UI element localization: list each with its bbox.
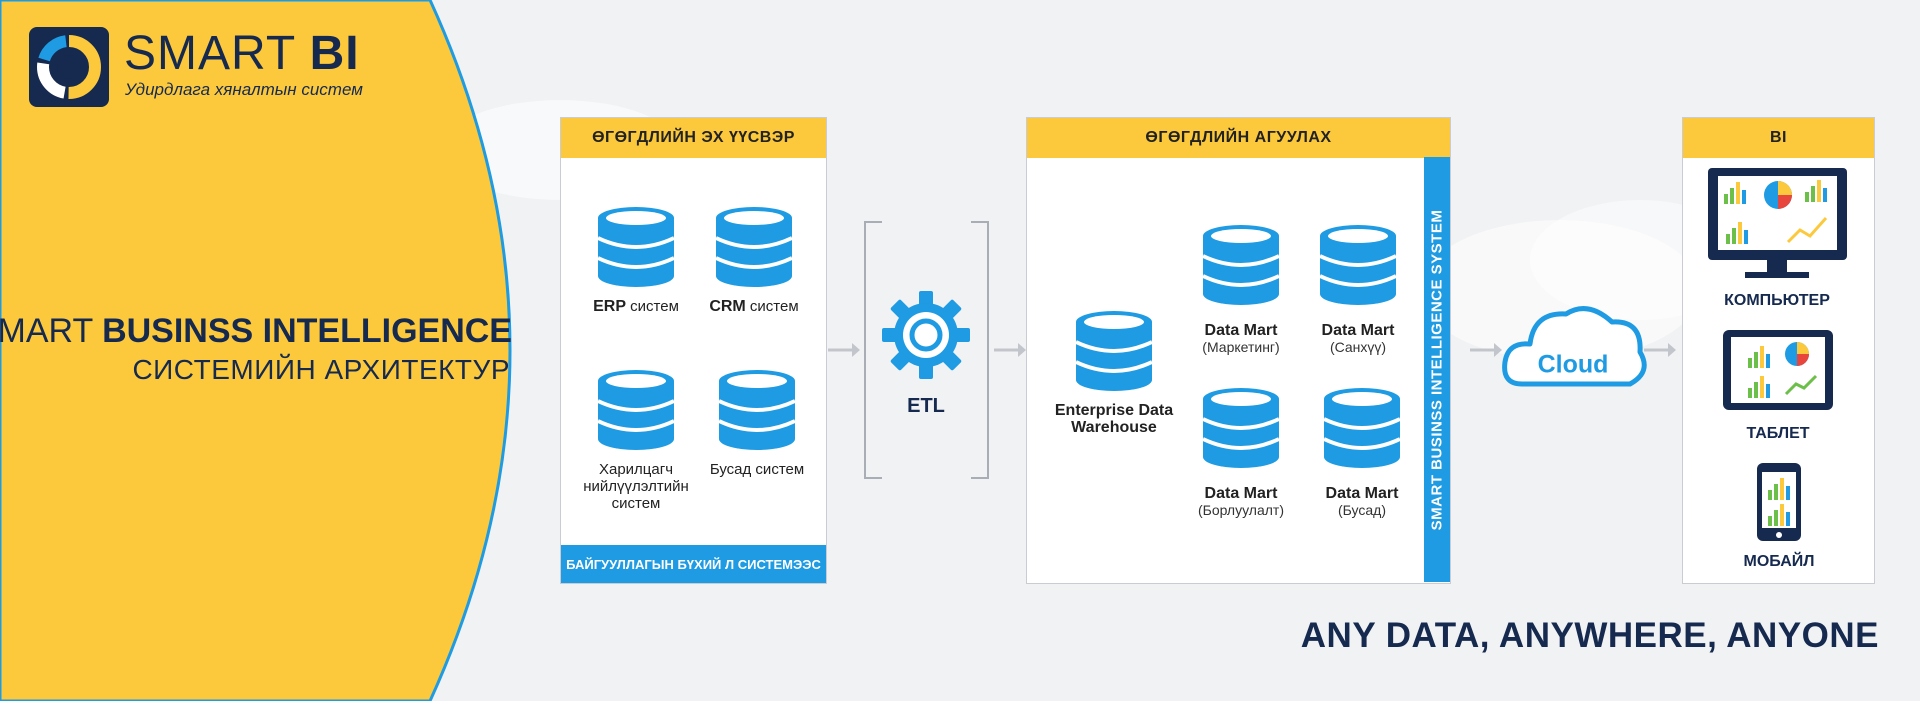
arrow-icon-cloud-to-bi <box>1642 341 1678 359</box>
etl-label: ETL <box>907 395 945 417</box>
finance-datamart-database-icon <box>1318 223 1398 307</box>
logo-badge <box>29 27 109 107</box>
cloud-label: Cloud <box>1537 350 1609 379</box>
crm-database-icon <box>714 205 794 289</box>
tablet-icon <box>1723 330 1833 410</box>
etl-bracket-left <box>864 221 882 479</box>
other-system-label: Бусад систем <box>709 461 805 478</box>
datamart-other-label: Data Mart(Бусад) <box>1325 485 1399 518</box>
tablet-label: ТАБЛЕТ <box>1746 425 1810 442</box>
yellow-arc-shape <box>0 0 512 701</box>
datamart-marketing-label: Data Mart(Маркетинг) <box>1202 322 1280 355</box>
other-database-icon <box>717 368 797 452</box>
mobile-label: МОБАЙЛ <box>1743 553 1815 570</box>
supplier-database-icon <box>596 368 676 452</box>
data-sources-footer: БАЙГУУЛЛАГЫН БҮХИЙ Л СИСТЕМЭЭС <box>561 545 826 583</box>
page-title: SMART BUSINSS INTELLIGENCE <box>0 312 512 350</box>
mobile-phone-icon <box>1757 463 1801 541</box>
etl-bracket-right <box>971 221 989 479</box>
erp-database-icon <box>596 205 676 289</box>
desktop-label: КОМПЬЮТЕР <box>1724 292 1830 309</box>
erp-label: ERP систем <box>593 298 679 315</box>
arrow-icon-etl-to-warehouse <box>992 341 1028 359</box>
data-warehouse-title: ӨГӨГДЛИЙН АГУУЛАХ <box>1027 118 1450 158</box>
sales-datamart-database-icon <box>1201 386 1281 470</box>
logo-icon <box>37 35 101 99</box>
arrow-icon-sources-to-etl <box>826 341 862 359</box>
desktop-monitor-icon <box>1708 168 1847 278</box>
other-datamart-database-icon <box>1322 386 1402 470</box>
datamart-finance-label: Data Mart(Санхүү) <box>1321 322 1395 355</box>
supplier-system-label: Харилцагч нийлүүлэлтийн систем <box>583 461 689 512</box>
bi-title: BI <box>1683 118 1874 158</box>
bi-system-side-bar: SMART BUSINSS INTELLIGENCE SYSTEM <box>1424 157 1450 582</box>
gear-icon <box>882 291 970 379</box>
brand-name: SMART BI <box>124 27 360 80</box>
enterprise-warehouse-database-icon <box>1074 309 1154 393</box>
datamart-sales-label: Data Mart(Борлуулалт) <box>1197 485 1285 518</box>
data-sources-panel: ӨГӨГДЛИЙН ЭХ ҮҮСВЭР БАЙГУУЛЛАГЫН БҮХИЙ Л… <box>560 117 827 584</box>
brand-tagline: Удирдлага хяналтын систем <box>125 80 363 99</box>
marketing-datamart-database-icon <box>1201 223 1281 307</box>
data-sources-title: ӨГӨГДЛИЙН ЭХ ҮҮСВЭР <box>561 118 826 158</box>
cloud-icon <box>1502 306 1647 387</box>
crm-label: CRM систем <box>709 298 799 315</box>
page-subtitle: СИСТЕМИЙН АРХИТЕКТУР <box>132 354 510 385</box>
arrow-icon-warehouse-to-cloud <box>1468 341 1504 359</box>
slogan: ANY DATA, ANYWHERE, ANYONE <box>1300 616 1879 655</box>
